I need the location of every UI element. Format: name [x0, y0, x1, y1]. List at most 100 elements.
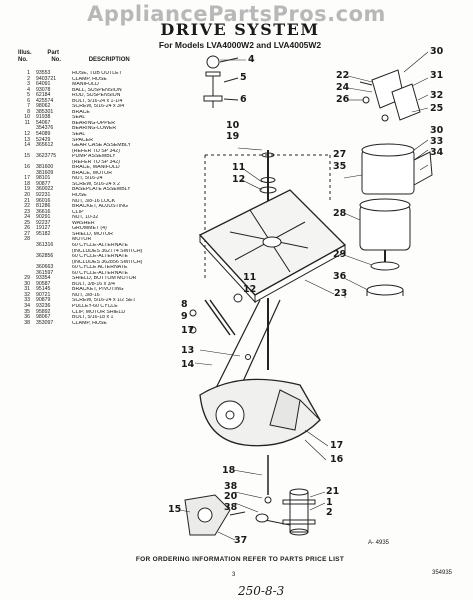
- part-description: (INCLUDES 362774 SWITCH): [72, 248, 143, 254]
- callout-8: 8: [181, 299, 188, 310]
- part-description: GEAR CASE ASSEMBLY: [72, 143, 132, 149]
- part-illus-no: 3: [27, 81, 30, 88]
- part-illus-no: 26: [24, 225, 30, 232]
- part-description: SEAL: [72, 115, 86, 121]
- part-description: BEARING-LOWER: [72, 126, 117, 132]
- part-number: 360022: [36, 186, 54, 193]
- parts-row: 11 54067 BEARING-UPPER: [18, 119, 188, 127]
- callout-6: 6: [240, 94, 247, 105]
- part-number: 92237: [36, 219, 51, 226]
- part-description: (REFER TO SP 342): [72, 159, 120, 165]
- part-illus-no: 32: [24, 291, 30, 298]
- part-description: BASEPLATE ASSEMBLY: [72, 187, 131, 193]
- part-description: BRACKET, ADJUSTING: [72, 204, 128, 210]
- parts-row: 3 64091 MANIFOLD: [18, 82, 188, 88]
- part-description: CLIP: [72, 209, 84, 215]
- part-number: 3623775: [36, 153, 57, 160]
- part-number: 54067: [36, 119, 51, 126]
- part-illus-no: 18: [24, 180, 30, 187]
- part-illus-no: 11: [24, 119, 30, 126]
- diagram-id: A- 4935: [368, 540, 390, 546]
- part-number: 90879: [36, 297, 51, 304]
- callout-33: 33: [430, 136, 444, 147]
- doc-code: 354935: [432, 570, 453, 576]
- part-number: 90877: [36, 180, 51, 187]
- part-number: 361597: [36, 269, 54, 276]
- callout-11: 11: [232, 162, 246, 173]
- part-description: BEARING-UPPER: [72, 120, 115, 126]
- part-number: 91938: [36, 114, 51, 121]
- callout-38: 38: [224, 481, 238, 492]
- callout-9: 9: [181, 311, 188, 322]
- part-illus-no: 4: [27, 86, 30, 93]
- part-description: BALL, SUSPENSION: [72, 87, 122, 93]
- part-description: PUMP ASSEMBLY: [72, 154, 116, 160]
- part-illus-no: 27: [24, 230, 30, 237]
- part-description: WASHER: [72, 220, 95, 226]
- callout-29: 29: [333, 249, 347, 260]
- part-description: HOSE, TUB OUTLET: [72, 71, 122, 76]
- part-number: 93553: [36, 70, 51, 76]
- callout-26: 26: [336, 94, 350, 105]
- part-number: 81286: [36, 203, 51, 210]
- part-illus-no: 35: [24, 308, 30, 315]
- part-description: NUT, 3/8-16 LOCK: [72, 198, 116, 204]
- part-illus-no: 13: [24, 136, 30, 143]
- part-illus-no: 21: [24, 197, 30, 204]
- part-illus-no: 30: [24, 280, 30, 287]
- part-description: BOLT, 5/16-24 x 1-1/4: [72, 98, 123, 104]
- parts-row: (INCLUDES 362856 SWITCH): [18, 260, 188, 266]
- part-illus-no: 23: [24, 208, 30, 215]
- part-illus-no: 17: [24, 175, 30, 182]
- part-illus-no: 14: [24, 142, 30, 149]
- callout-2: 2: [326, 507, 333, 518]
- parts-row: (INCLUDES 362774 SWITCH): [18, 249, 188, 255]
- callout-34: 34: [430, 147, 444, 158]
- part-description: 60 CYCLE-ALTERNATE: [72, 270, 129, 276]
- callout-1: 1: [326, 497, 333, 508]
- part-number: 64091: [36, 81, 51, 88]
- part-number: 98062: [36, 103, 51, 110]
- part-illus-no: 24: [24, 214, 30, 221]
- part-number: 96016: [36, 197, 51, 204]
- callout-12b: 12: [243, 284, 257, 295]
- parts-row: 22 81286 BRACKET, ADJUSTING: [18, 204, 188, 210]
- part-number: 90721: [36, 291, 51, 298]
- part-description: BRACE: [72, 109, 90, 115]
- part-number: 95145: [36, 286, 51, 293]
- callout-30: 30: [430, 46, 444, 57]
- part-number: 90587: [36, 280, 51, 287]
- part-illus-no: 5: [27, 92, 30, 99]
- part-number: 9403721: [36, 75, 57, 82]
- part-illus-no: 6: [27, 97, 30, 104]
- page-number: 3: [232, 572, 236, 578]
- part-number: 93236: [36, 302, 51, 309]
- part-number: 62184: [36, 92, 51, 99]
- callout-28: 28: [333, 208, 347, 219]
- part-illus-no: 2: [27, 75, 30, 82]
- callout-17b: 17: [330, 440, 344, 451]
- part-illus-no: 36: [24, 314, 30, 321]
- part-description: BRACE, MOTOR: [72, 170, 112, 176]
- part-description: 60 CYCLE-ALTERNATE: [72, 254, 129, 260]
- part-illus-no: 22: [24, 203, 30, 210]
- part-description: PULLEY-60 CYCLE: [72, 303, 118, 309]
- part-number: 381600: [36, 164, 54, 171]
- part-description: SHIELD, MOTOR: [72, 231, 113, 237]
- part-description: BRACE, MANIFOLD: [72, 165, 120, 171]
- part-description: MANIFOLD: [72, 82, 99, 88]
